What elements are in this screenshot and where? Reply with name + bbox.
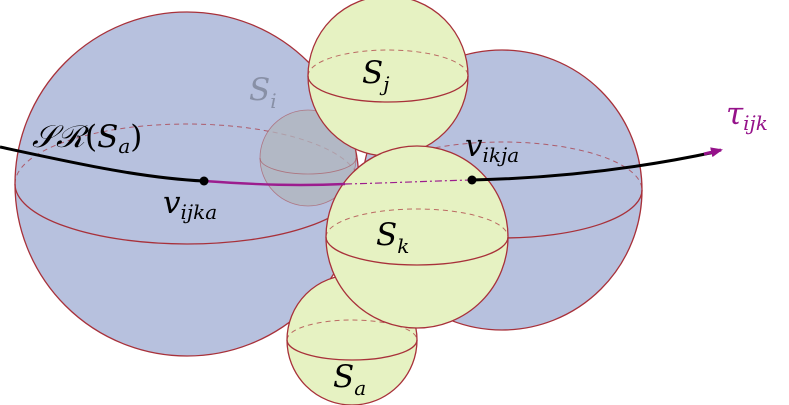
curve-left	[0, 145, 205, 183]
tau-arrow	[703, 147, 723, 158]
label-s-j: Sj	[362, 55, 389, 96]
label-s-a: Sa	[333, 359, 366, 400]
green-sphere-s-j	[307, 0, 469, 157]
label-s-i: Si	[249, 72, 277, 113]
vertex-v-ijka	[199, 176, 209, 186]
label-sr-sa: 𝒮ℛ(Sa)	[32, 119, 142, 158]
curve-right	[471, 150, 716, 182]
inner-arc-segment	[203, 179, 346, 187]
label-v-ijka: vijka	[163, 185, 217, 224]
green-sphere-s-k	[325, 145, 509, 329]
label-v-ikja: vikja	[465, 128, 519, 167]
inner-arc-dashdot	[344, 179, 473, 185]
vertex-v-ikja	[467, 175, 477, 185]
label-s-k: Sk	[376, 217, 409, 258]
label-tau-ijk: τijk	[726, 96, 768, 135]
